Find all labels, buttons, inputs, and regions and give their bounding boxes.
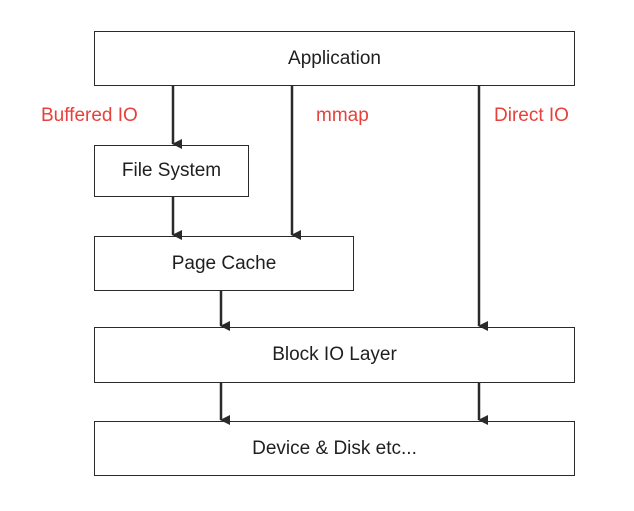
file-system-box: File System: [94, 145, 249, 197]
device-disk-label: Device & Disk etc...: [252, 437, 417, 459]
application-label: Application: [288, 47, 381, 69]
buffered-io-label: Buffered IO: [41, 105, 138, 126]
file-system-label: File System: [121, 160, 222, 181]
page-cache-box: Page Cache: [94, 236, 354, 291]
mmap-label: mmap: [316, 105, 369, 126]
application-box: Application: [94, 31, 575, 86]
block-io-layer-label: Block IO Layer: [272, 344, 397, 365]
device-disk-box: Device & Disk etc...: [94, 421, 575, 476]
page-cache-label: Page Cache: [171, 252, 277, 274]
direct-io-label: Direct IO: [494, 105, 569, 126]
block-io-layer-box: Block IO Layer: [94, 327, 575, 383]
